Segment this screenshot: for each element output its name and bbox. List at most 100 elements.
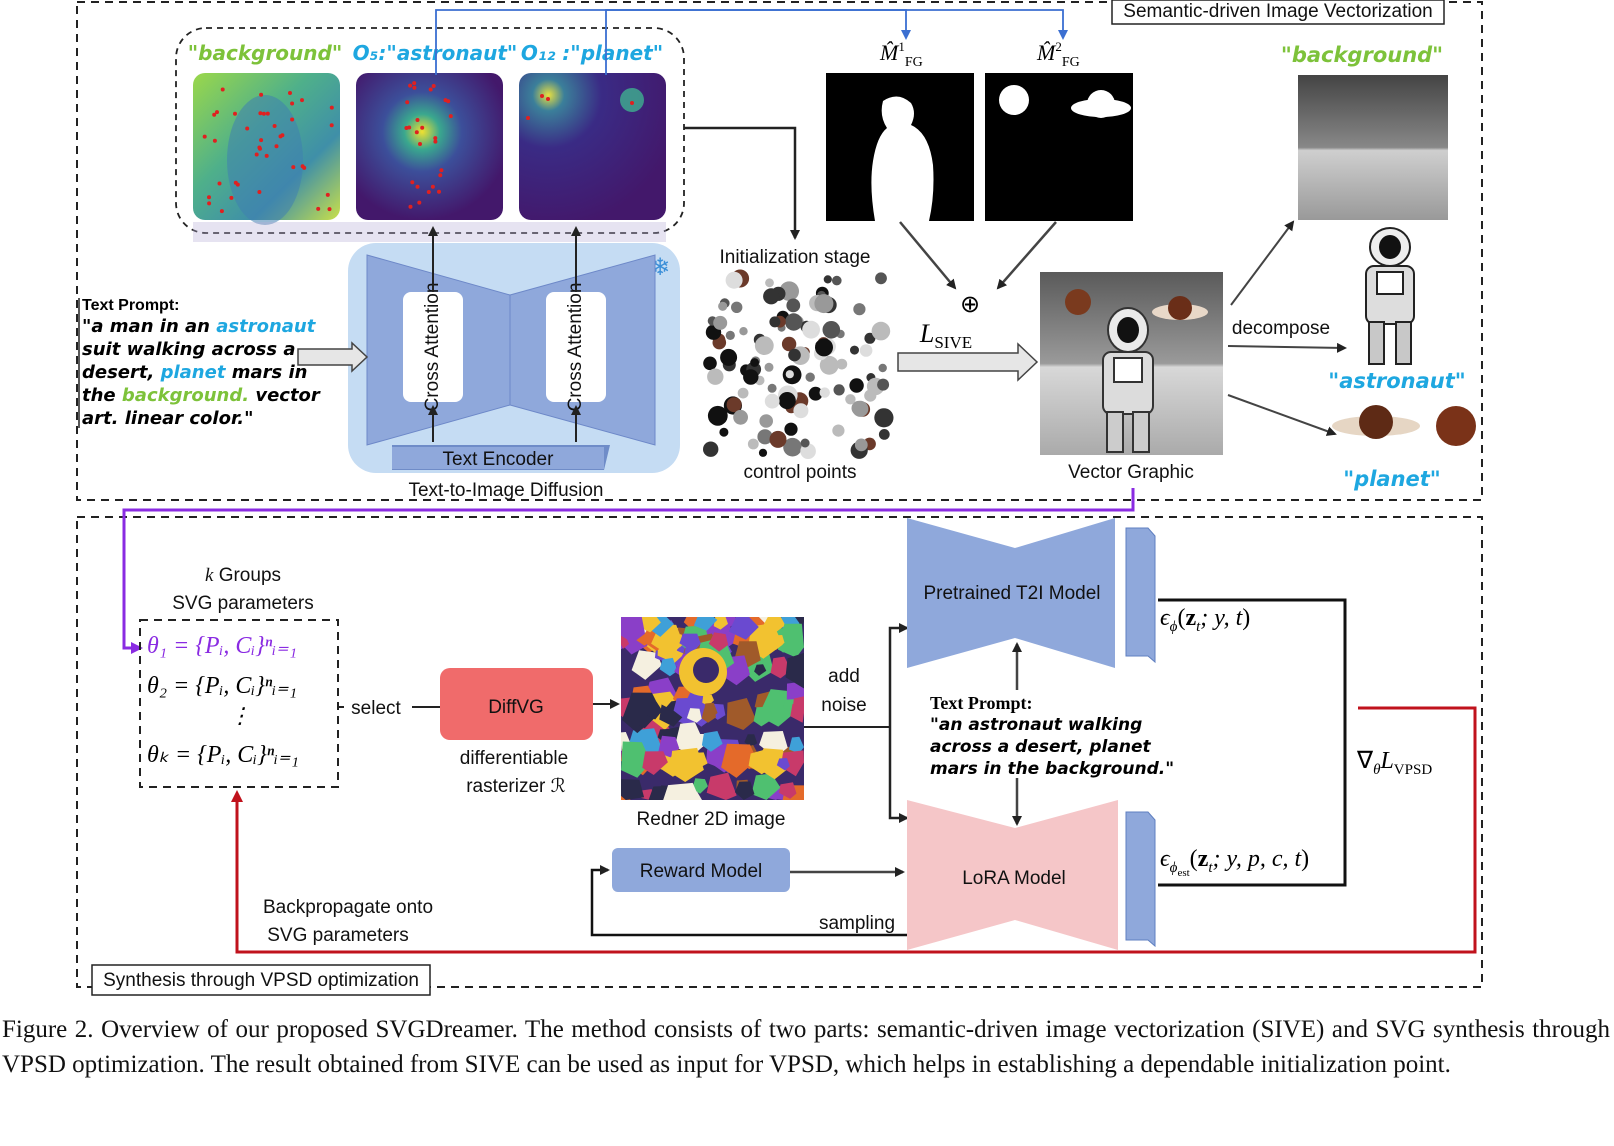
render-patch (621, 617, 645, 643)
sample-dot (219, 209, 224, 214)
text-prompt-title: Text Prompt: (82, 297, 179, 314)
render-visor (693, 657, 719, 683)
sample-dot (272, 124, 277, 128)
control-point (733, 409, 748, 425)
control-point (731, 301, 743, 313)
out-label-astronaut: "astronaut" (1328, 369, 1465, 393)
sample-dot (264, 153, 269, 158)
control-point (815, 338, 833, 357)
sample-dot (265, 111, 270, 116)
lora-decoder (1015, 800, 1118, 950)
k-groups-label: k Groups (205, 565, 281, 586)
control-point (725, 330, 735, 340)
control-point (850, 345, 859, 355)
sample-dot (202, 134, 207, 139)
control-point (832, 424, 845, 437)
sample-dot (274, 144, 279, 149)
sample-dot (207, 201, 212, 206)
control-point (877, 378, 890, 391)
render-patch (779, 782, 797, 799)
render-patch (754, 664, 767, 676)
render-patch (776, 758, 790, 771)
control-point (759, 414, 773, 428)
sample-dot (433, 139, 438, 144)
control-point (718, 301, 728, 311)
control-point (784, 422, 798, 436)
mask2-link-arrow (605, 9, 1068, 75)
control-point (707, 405, 728, 426)
vpsd-prompt-title: Text Prompt: (930, 693, 1033, 713)
control-point (719, 427, 729, 437)
sample-dot (316, 206, 321, 211)
control-point (764, 362, 774, 372)
vg-planet-right (1168, 296, 1192, 320)
decompose-to-background-arrow (1230, 220, 1295, 306)
render-patch (642, 751, 668, 775)
control-point (750, 358, 759, 367)
attn-label-astronaut: O₅:"astronaut" (353, 41, 518, 65)
attention-sample-dots (202, 81, 634, 214)
sample-dot (215, 110, 219, 115)
vector-graphic-label: Vector Graphic (1068, 462, 1194, 483)
select-label: select (351, 698, 401, 719)
control-point (800, 438, 810, 448)
control-point (845, 394, 856, 405)
sample-dot (329, 105, 334, 110)
mask-label-2: M̂2FG (1036, 39, 1080, 70)
control-point (769, 316, 781, 328)
sample-dot (420, 125, 425, 130)
out-planet-2 (1436, 406, 1476, 446)
control-point (765, 278, 774, 288)
sample-dot (439, 168, 444, 173)
text-prompt-line-5: art. linear color." (82, 408, 253, 429)
render-patch (755, 748, 788, 780)
astronaut-silhouette (871, 96, 934, 221)
control-point (788, 348, 801, 362)
out-background-image (1298, 75, 1448, 220)
rasterizer-label-2: rasterizer ℛ (466, 776, 566, 797)
sample-dot (630, 101, 634, 105)
control-point (874, 408, 894, 428)
render-patch (721, 743, 757, 778)
decompose-label: decompose (1232, 318, 1330, 339)
render-patch (701, 731, 723, 752)
control-point (878, 429, 890, 440)
sample-dot (410, 180, 415, 185)
vg-astronaut (1102, 307, 1154, 453)
render-patch (785, 652, 804, 689)
sample-dot (431, 84, 436, 88)
render-patch (763, 617, 786, 634)
render-patch (693, 617, 718, 631)
sample-dot (258, 111, 263, 116)
control-point (853, 303, 866, 316)
render-patch (706, 772, 737, 800)
render-patch (702, 694, 714, 706)
init-stage-label: Initialization stage (719, 247, 870, 268)
render-patch (728, 617, 759, 640)
rendered-image-patches (621, 617, 804, 800)
control-point (822, 321, 841, 339)
decompose-to-planet-arrow (1227, 394, 1337, 436)
control-point (849, 378, 864, 393)
render-patch (726, 698, 756, 730)
control-points-scatter (703, 269, 894, 460)
attn-map-astronaut (356, 73, 503, 220)
control-point (707, 368, 724, 385)
svg-params-box (139, 619, 339, 788)
control-point (833, 384, 845, 396)
control-point (754, 336, 774, 355)
sampling-loop-arrow (590, 865, 907, 937)
control-point (832, 275, 842, 286)
vpsd-title-box (91, 964, 431, 996)
backprop-arrow (231, 706, 1477, 954)
control-point (713, 315, 728, 330)
render-patch (692, 778, 708, 794)
sample-dot (437, 189, 441, 194)
attn-label-planet: O₁₂ :"planet" (521, 41, 663, 65)
control-point (767, 383, 777, 393)
noise-to-pretrained-arrow (888, 623, 909, 727)
render-patch (658, 693, 673, 707)
render-patch (644, 701, 663, 720)
control-point (805, 372, 815, 382)
render-patch (788, 736, 804, 754)
